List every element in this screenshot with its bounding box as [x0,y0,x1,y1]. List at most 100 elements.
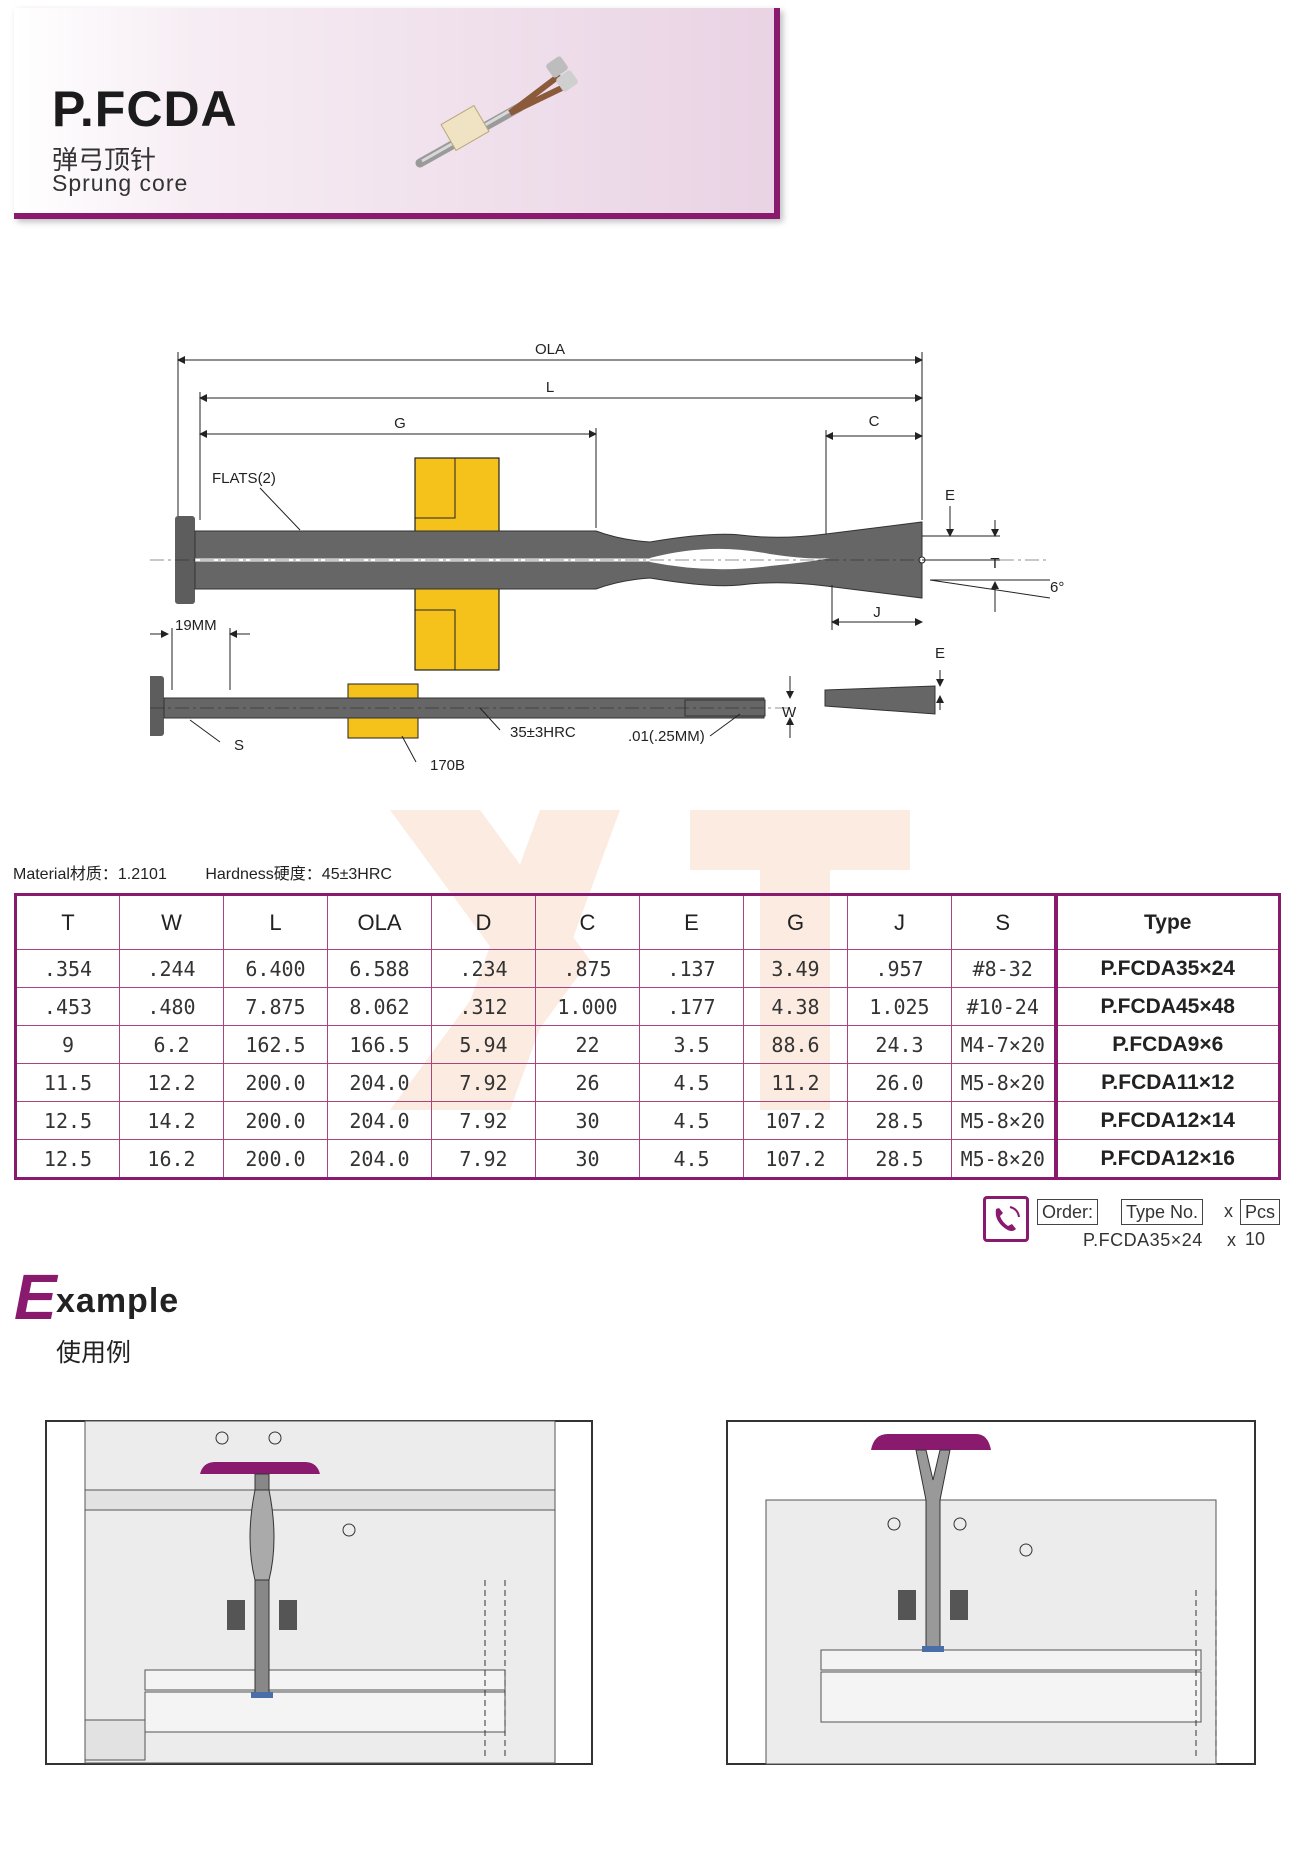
table-cell-e: .177 [639,987,744,1026]
table-header-type: Type [1053,894,1280,950]
order-example-type: P.FCDA35×24 [1083,1230,1203,1250]
side-head [150,676,164,736]
table-cell-t: .453 [15,987,120,1026]
table-cell-w: .480 [119,987,224,1026]
table-cell-c: 1.000 [535,987,640,1026]
order-example-multiply: x [1227,1230,1236,1250]
table-cell-ola: 204.0 [327,1139,432,1179]
table-cell-d: 7.92 [431,1139,536,1179]
table-cell-s: #10-24 [951,987,1056,1026]
table-cell-w: 6.2 [119,1025,224,1064]
hrc-label: 35±3HRC [510,724,576,741]
table-cell-s: M5-8×20 [951,1101,1056,1140]
technical-drawing: OLA L G C FLATS(2) E T 6° J [150,341,1064,774]
table-cell-ola: 6.588 [327,949,432,988]
170b-label: 170B [430,757,465,774]
table-cell-l: 6.400 [223,949,328,988]
table-cell-w: 12.2 [119,1063,224,1102]
table-header-ola: OLA [327,894,432,950]
table-cell-t: 12.5 [15,1139,120,1179]
split-slot [650,548,830,570]
table-cell-s: #8-32 [951,949,1056,988]
table-cell-w: 16.2 [119,1139,224,1179]
table-cell-j: 28.5 [847,1101,952,1140]
t-label: T [990,555,999,572]
table-cell-t: 12.5 [15,1101,120,1140]
table-cell-type: P.FCDA45×48 [1053,987,1280,1026]
tolerance-label: .01(.25MM) [628,728,705,745]
table-header-g: G [743,894,848,950]
example-drawing-1 [45,1420,593,1765]
product-title-cn: 弹弓顶针 [52,146,157,176]
table-cell-t: 11.5 [15,1063,120,1102]
table-cell-ola: 166.5 [327,1025,432,1064]
table-cell-ola: 204.0 [327,1101,432,1140]
table-header-t: T [15,894,120,950]
s-label: S [234,737,244,754]
flats-label: FLATS(2) [212,470,276,487]
table-cell-s: M5-8×20 [951,1139,1056,1179]
table-cell-w: 14.2 [119,1101,224,1140]
table-cell-l: 200.0 [223,1101,328,1140]
table-header-w: W [119,894,224,950]
e-label: E [945,487,955,504]
product-title-en: Sprung core [52,170,189,196]
table-cell-c: 30 [535,1101,640,1140]
table-header-l: L [223,894,328,950]
w-label: W [782,704,797,721]
product-photo [415,56,578,168]
table-cell-g: 107.2 [743,1101,848,1140]
table-cell-ola: 204.0 [327,1063,432,1102]
table-cell-e: 3.5 [639,1025,744,1064]
table-cell-g: 4.38 [743,987,848,1026]
table-cell-type: P.FCDA35×24 [1053,949,1280,988]
table-cell-j: 28.5 [847,1139,952,1179]
l-label: L [546,379,554,396]
table-cell-d: 5.94 [431,1025,536,1064]
table-cell-j: 26.0 [847,1063,952,1102]
type-no-box: Type No. [1121,1199,1204,1225]
table-cell-w: .244 [119,949,224,988]
table-cell-j: 1.025 [847,987,952,1026]
table-header-c: C [535,894,640,950]
table-cell-g: 88.6 [743,1025,848,1064]
phone-icon [995,1206,1020,1231]
table-cell-e: 4.5 [639,1139,744,1179]
product-code: P.FCDA [52,81,238,137]
order-example-qty: 10 [1245,1229,1266,1249]
19mm-label: 19MM [175,617,217,634]
hardness-text: Hardness硬度：45±3HRC [205,866,392,883]
material-text: Material材质：1.2101 [13,866,167,883]
table-cell-j: .957 [847,949,952,988]
table-cell-l: 200.0 [223,1139,328,1179]
header-banner [14,8,780,219]
table-cell-d: .234 [431,949,536,988]
table-header-j: J [847,894,952,950]
example-title-initial: E [14,1261,57,1333]
table-cell-d: .312 [431,987,536,1026]
table-cell-s: M4-7×20 [951,1025,1056,1064]
table-cell-d: 7.92 [431,1063,536,1102]
example-title-cn: 使用例 [56,1338,132,1367]
phone-order-icon[interactable] [983,1196,1029,1242]
angle-label: 6° [1050,579,1064,596]
table-cell-e: 4.5 [639,1063,744,1102]
table-cell-type: P.FCDA11×12 [1053,1063,1280,1102]
table-cell-type: P.FCDA12×16 [1053,1139,1280,1179]
j-label: J [873,604,881,621]
table-cell-d: 7.92 [431,1101,536,1140]
table-cell-c: 22 [535,1025,640,1064]
table-cell-g: 11.2 [743,1063,848,1102]
c-label: C [869,413,880,430]
tip-detail [824,685,936,715]
table-cell-c: .875 [535,949,640,988]
g-label: G [394,415,406,432]
order-multiply: x [1224,1201,1233,1221]
table-cell-e: 4.5 [639,1101,744,1140]
